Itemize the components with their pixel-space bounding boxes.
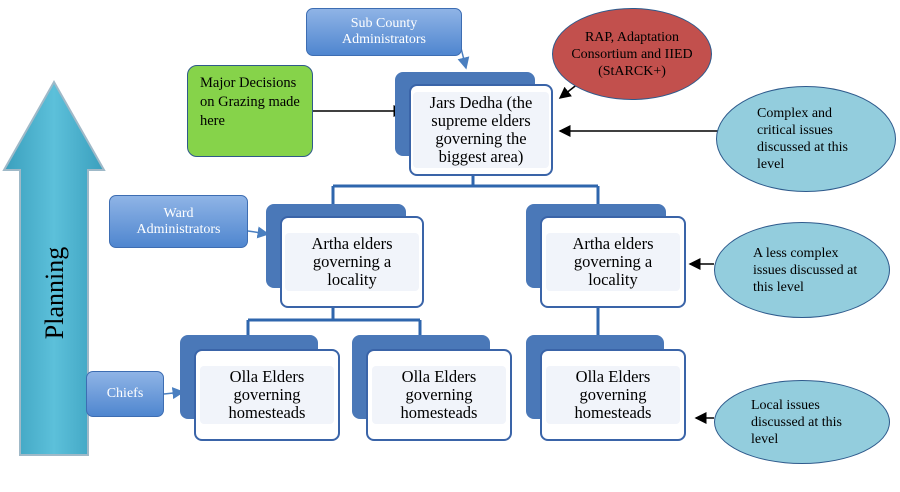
local-issues-text: Local issues discussed at this level: [751, 397, 842, 447]
olla-node-2: Olla Elders governing homesteads: [352, 335, 514, 441]
artha-node-left: Artha elders governing a locality: [266, 204, 426, 308]
complex-issues-ellipse: Complex and critical issues discussed at…: [716, 86, 896, 192]
jars-dedha-text: Jars Dedha (the supreme elders governing…: [413, 92, 549, 168]
less-complex-issues-text: A less complex issues discussed at this …: [753, 245, 858, 295]
artha-text-right: Artha elders governing a locality: [546, 233, 680, 291]
jars-dedha-node: Jars Dedha (the supreme elders governing…: [395, 72, 557, 178]
chiefs-box: Chiefs: [86, 371, 164, 417]
artha-node-right: Artha elders governing a locality: [526, 204, 688, 308]
sub-county-administrators-box: Sub County Administrators: [306, 8, 462, 56]
major-decisions-box: Major Decisions on Grazing made here: [187, 65, 313, 157]
olla-node-1: Olla Elders governing homesteads: [180, 335, 340, 441]
olla-text-2: Olla Elders governing homesteads: [372, 366, 506, 424]
local-issues-ellipse: Local issues discussed at this level: [714, 380, 890, 464]
rap-text: RAP, Adaptation Consortium and IIED (StA…: [571, 29, 693, 79]
rap-ellipse: RAP, Adaptation Consortium and IIED (StA…: [552, 8, 712, 100]
complex-issues-text: Complex and critical issues discussed at…: [757, 106, 848, 172]
artha-text-left: Artha elders governing a locality: [285, 233, 419, 291]
olla-text-1: Olla Elders governing homesteads: [200, 366, 334, 424]
ward-administrators-box: Ward Administrators: [109, 195, 248, 248]
olla-node-3: Olla Elders governing homesteads: [526, 335, 688, 441]
less-complex-issues-ellipse: A less complex issues discussed at this …: [714, 222, 890, 318]
olla-text-3: Olla Elders governing homesteads: [546, 366, 680, 424]
planning-label: Planning: [40, 246, 69, 340]
